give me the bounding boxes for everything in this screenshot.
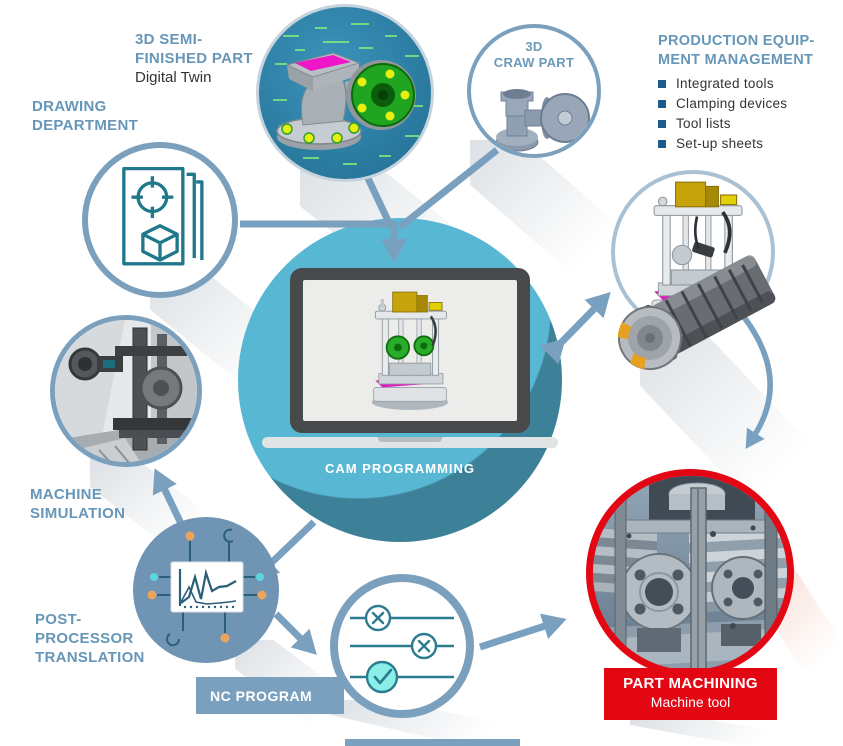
arrow-post-to-nc <box>273 611 317 655</box>
post-label-line3: TRANSLATION <box>35 649 145 666</box>
semi-finished-label-line2: FINISHED PART <box>135 50 253 67</box>
laptop <box>290 268 530 433</box>
machine-simulation-label: MACHINE SIMULATION <box>30 485 125 523</box>
part-machining-title: PART MACHINING <box>623 675 758 692</box>
post-processor-node <box>133 517 279 663</box>
machine-tool-photo <box>593 476 787 670</box>
list-item: Clamping devices <box>658 96 815 111</box>
craw-title-line1: 3D <box>525 39 543 54</box>
semi-finished-label: 3D SEMI- FINISHED PART Digital Twin <box>135 30 253 87</box>
bottom-strip <box>345 739 520 746</box>
production-label-line2: MENT MANAGEMENT <box>658 52 814 68</box>
craw-part-title: 3D CRAW PART <box>471 39 597 71</box>
cam-programming-node: CAM PROGRAMMING <box>238 218 562 542</box>
cad-fixture-image <box>649 181 745 328</box>
nc-program-node <box>330 574 474 718</box>
bullet-square-icon <box>658 80 666 88</box>
arrow-cam-fixture-both <box>539 291 611 365</box>
machine-sim-label-line1: MACHINE <box>30 486 103 503</box>
post-label-line1: POST- <box>35 611 82 628</box>
bullet-square-icon <box>658 140 666 148</box>
post-label-line2: PROCESSOR <box>35 630 134 647</box>
bullet-label: Tool lists <box>676 116 731 131</box>
bullet-square-icon <box>658 100 666 108</box>
laptop-notch <box>378 437 442 442</box>
machine-simulation-node <box>50 315 202 467</box>
bullet-label: Integrated tools <box>676 76 774 91</box>
laptop-base <box>262 437 558 448</box>
drawing-department-node <box>82 142 238 298</box>
document-crosshair-cube-icon <box>122 166 204 266</box>
bullet-label: Clamping devices <box>676 96 788 111</box>
nc-program-title: NC PROGRAM <box>210 687 313 704</box>
production-equipment-node <box>611 170 775 334</box>
drawing-label-line1: DRAWING <box>32 98 107 115</box>
bullet-label: Set-up sheets <box>676 136 764 151</box>
machine-simulation-image <box>55 320 197 462</box>
semi-finished-part-node <box>256 4 434 182</box>
production-equipment-block: PRODUCTION EQUIP- MENT MANAGEMENT Integr… <box>658 32 815 156</box>
part-machining-node <box>586 469 794 677</box>
post-processor-label: POST- PROCESSOR TRANSLATION <box>35 610 145 667</box>
laptop-screen <box>303 280 517 421</box>
arrow-nc-to-part <box>478 613 567 651</box>
production-bullet-list: Integrated tools Clamping devices Tool l… <box>658 76 815 151</box>
semi-finished-subtitle: Digital Twin <box>135 69 212 86</box>
list-item: Set-up sheets <box>658 136 815 151</box>
part-machining-banner: PART MACHINING Machine tool <box>604 668 777 720</box>
gray-part-image <box>495 89 590 152</box>
toggle-checklist-icon <box>350 604 454 694</box>
craw-part-node: 3D CRAW PART <box>467 24 601 158</box>
part-machining-subtitle: Machine tool <box>650 694 731 710</box>
cad-fixture-image <box>371 291 449 410</box>
machine-sim-label-line2: SIMULATION <box>30 505 126 522</box>
list-item: Integrated tools <box>658 76 815 91</box>
drawing-label-line2: DEPARTMENT <box>32 117 139 134</box>
nc-program-banner: NC PROGRAM <box>196 677 344 714</box>
semi-finished-label-line1: 3D SEMI- <box>135 31 203 48</box>
craw-title-line2: CRAW PART <box>493 55 575 70</box>
drawing-department-label: DRAWING DEPARTMENT <box>32 97 138 135</box>
cam-programming-title: CAM PROGRAMMING <box>324 461 476 476</box>
list-item: Tool lists <box>658 116 815 131</box>
circuit-chart-icon <box>147 528 267 647</box>
check-circle-icon <box>365 660 399 694</box>
production-label-line1: PRODUCTION EQUIP- <box>658 33 815 49</box>
bullet-square-icon <box>658 120 666 128</box>
cad-valve-image <box>273 23 423 165</box>
